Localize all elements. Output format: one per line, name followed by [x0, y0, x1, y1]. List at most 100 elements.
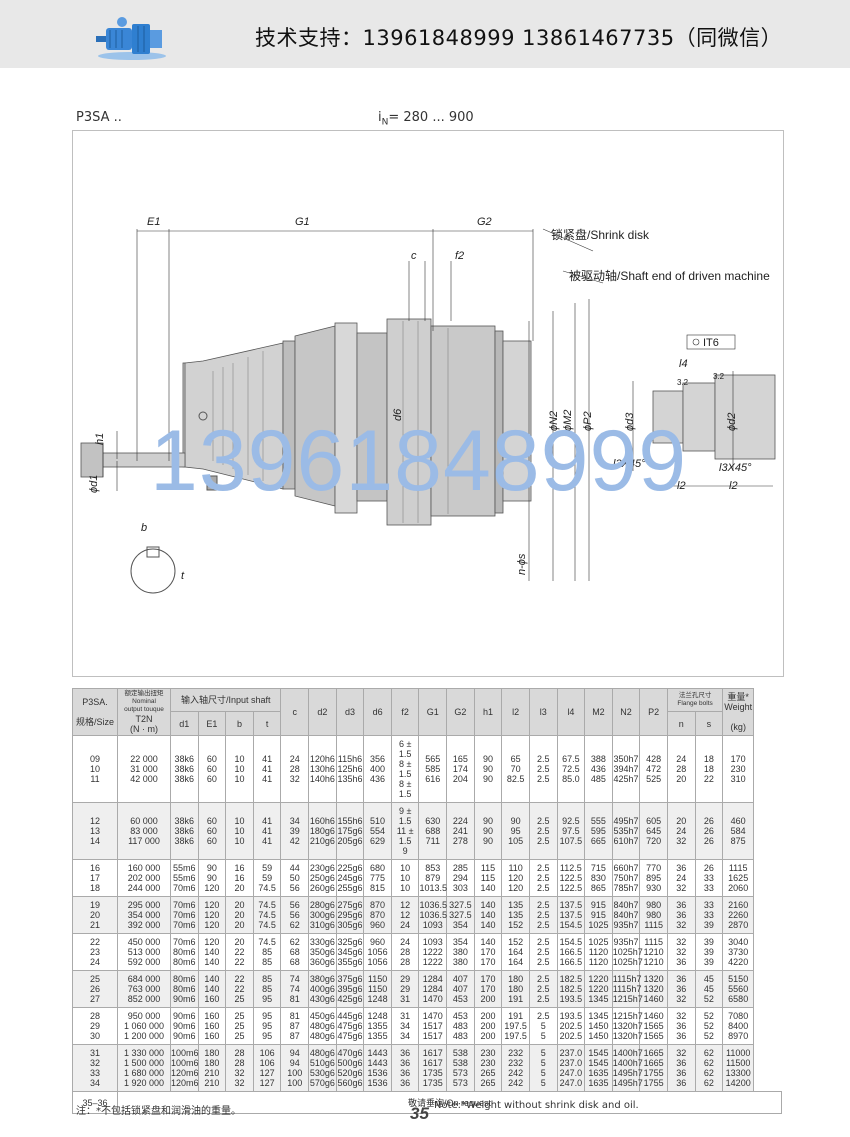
- dim-b-label: b: [141, 522, 147, 534]
- cell-value: 140: [480, 920, 496, 930]
- cell-value: 193.5: [559, 994, 583, 1004]
- cell-value: 72.5: [562, 764, 580, 774]
- cell-value: 56: [289, 900, 300, 910]
- cell-value: 10: [234, 774, 245, 784]
- cell-value: 20: [234, 920, 245, 930]
- cell-value: 12: [89, 816, 100, 826]
- cell-value: 230: [480, 1048, 496, 1058]
- cell-value: 80m6: [173, 974, 196, 984]
- cell-value: 140: [204, 957, 220, 967]
- cell-value: 95: [510, 826, 521, 836]
- roughness-a-label: 3.2: [677, 378, 689, 387]
- cell-value: 140: [204, 947, 220, 957]
- cell-value: 688: [425, 826, 441, 836]
- cell-value: 530g6: [309, 1068, 335, 1078]
- cell-value: 100m6: [171, 1048, 199, 1058]
- cell-value: 935h7: [613, 937, 639, 947]
- cell-value: 330g6: [309, 937, 335, 947]
- cell-value: 1536: [367, 1078, 388, 1088]
- cell-value: 6 ± 1.5: [398, 739, 412, 759]
- cell-value: 7080: [728, 1011, 749, 1021]
- cell-value: 1 920 000: [123, 1078, 165, 1088]
- cell-value: 205g6: [337, 836, 363, 846]
- cell-value: 16: [89, 863, 100, 873]
- cell-value: 560g6: [337, 1078, 363, 1088]
- cell-value: 12: [400, 900, 411, 910]
- cell-value: 95: [262, 1011, 273, 1021]
- cell-value: 180: [508, 984, 524, 994]
- cell-value: 41: [262, 826, 273, 836]
- cell-value: 1 680 000: [123, 1068, 165, 1078]
- cell-value: 1460: [643, 994, 664, 1004]
- cell-value: 1013.5: [419, 883, 448, 893]
- footnote-cn: 注：*不包括锁紧盘和润滑油的重量。: [76, 1106, 241, 1117]
- cell-value: 265: [480, 1068, 496, 1078]
- cell-value: 2.5: [536, 910, 550, 920]
- cell-value: 1536: [367, 1068, 388, 1078]
- cell-value: 20: [234, 900, 245, 910]
- cell-value: 170: [480, 974, 496, 984]
- cell-value: 660h7: [613, 863, 639, 873]
- cell-value: 250g6: [309, 873, 335, 883]
- cell-value: 8 ± 1.5: [398, 759, 412, 779]
- cell-value: 2.5: [536, 957, 550, 967]
- cell-value: 204: [452, 774, 468, 784]
- cell-value: 14200: [725, 1078, 751, 1088]
- cell-value: 68: [289, 957, 300, 967]
- cell-value: 80m6: [173, 957, 196, 967]
- cell-value: 33: [703, 873, 714, 883]
- cell-value: 26: [703, 816, 714, 826]
- cell-value: 1517: [422, 1031, 443, 1041]
- dim-e1-label: E1: [147, 216, 160, 228]
- cell-value: 237.0: [559, 1048, 583, 1058]
- cell-value: 117 000: [128, 836, 160, 846]
- cell-value: 160: [204, 1031, 220, 1041]
- cell-value: 1450: [588, 1021, 609, 1031]
- cell-value: 5: [540, 1058, 546, 1068]
- cell-value: 165: [452, 754, 468, 764]
- cell-value: 1355: [367, 1021, 388, 1031]
- cell-value: 25: [234, 1021, 245, 1031]
- cell-value: 1 060 000: [123, 1021, 165, 1031]
- cell-value: 32: [676, 994, 687, 1004]
- cell-value: 29: [400, 974, 411, 984]
- cell-value: 510g6: [309, 1058, 335, 1068]
- cell-value: 18: [703, 754, 714, 764]
- header-col: l3: [528, 688, 558, 736]
- cell-value: 2060: [728, 883, 749, 893]
- cell-value: 2.5: [536, 883, 550, 893]
- cell-value: 115: [480, 863, 496, 873]
- cell-value: 1210: [643, 947, 664, 957]
- header-col: G1: [418, 688, 448, 736]
- cell-value: 90m6: [173, 1021, 196, 1031]
- cell-value: 137.5: [559, 900, 583, 910]
- cell-value: 10: [234, 826, 245, 836]
